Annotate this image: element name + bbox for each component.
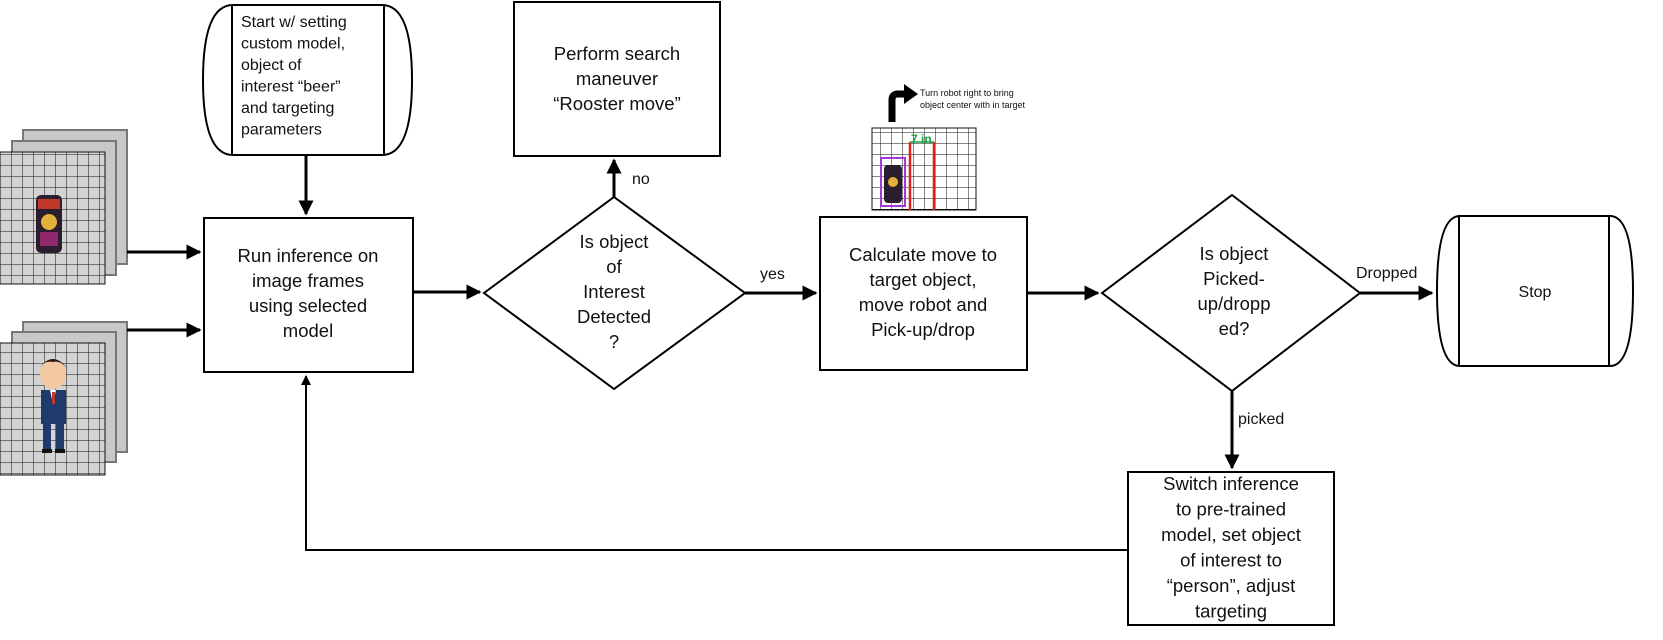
person-frames-stack	[0, 321, 128, 476]
start-line: Start w/ setting	[241, 14, 347, 31]
calculate-line: target object,	[870, 269, 977, 290]
calculate-line: Pick-up/drop	[871, 319, 975, 340]
bounding-box	[880, 157, 906, 207]
picked-line: Is object	[1200, 243, 1269, 264]
inference-line: image frames	[252, 270, 364, 291]
picked-line: up/dropp	[1197, 293, 1270, 314]
note-line: Turn robot right to bring	[920, 88, 1014, 98]
inference-line: model	[283, 320, 333, 341]
detected-line: of	[606, 256, 622, 277]
run-inference-node-text: Run inference on image frames using select…	[238, 245, 379, 341]
calculate-move-node-text: Calculate move to target object, move robo…	[849, 244, 997, 340]
edge-switch-to-inference	[301, 375, 1128, 551]
switch-line: of interest to	[1180, 550, 1282, 571]
beer-frames-stack	[0, 129, 128, 285]
detected-line: Detected	[577, 306, 651, 327]
turn-right-arrow-icon	[888, 84, 918, 122]
edge-label-dropped: Dropped	[1356, 265, 1417, 282]
stop-node-text: Stop	[1519, 284, 1552, 301]
switch-line: targeting	[1195, 601, 1267, 622]
edge-label-picked: picked	[1238, 411, 1284, 428]
picked-line: Picked-	[1203, 268, 1265, 289]
edge-label-yes: yes	[760, 266, 785, 283]
beer-can-icon	[36, 195, 62, 253]
distance-label: 7 in	[911, 132, 932, 146]
switch-line: model, set object	[1161, 524, 1301, 545]
search-maneuver-node: Perform search maneuver “Rooster move”	[513, 1, 721, 157]
edge-label-no: no	[632, 171, 650, 188]
switch-line: to pre-trained	[1176, 499, 1286, 520]
inference-line: using selected	[249, 295, 367, 316]
search-line: “Rooster move”	[553, 93, 680, 114]
person-figure-icon	[39, 359, 67, 453]
switch-line: “person”, adjust	[1167, 575, 1296, 596]
switch-line: Switch inference	[1163, 473, 1299, 494]
search-maneuver-node-text: Perform search maneuver “Rooster move”	[553, 43, 680, 114]
calculate-move-node: Calculate move to target object, move robo…	[819, 216, 1028, 371]
note-line: object center with in target	[920, 100, 1026, 110]
search-line: maneuver	[576, 68, 658, 89]
detected-line: Is object	[580, 231, 649, 252]
start-line: parameters	[241, 122, 322, 139]
picked-line: ed?	[1219, 318, 1250, 339]
search-line: Perform search	[554, 43, 680, 64]
calculate-line: move robot and	[859, 294, 988, 315]
run-inference-node: Run inference on image frames using select…	[203, 217, 414, 373]
start-line: object of	[241, 57, 302, 74]
start-line: and targeting	[241, 100, 334, 117]
start-line: interest “beer”	[241, 79, 341, 96]
connectors	[127, 155, 1434, 470]
targeting-frame: 7 in	[871, 127, 977, 211]
detected-line: ?	[609, 331, 619, 352]
inference-line: Run inference on	[238, 245, 379, 266]
detected-line: Interest	[583, 281, 645, 302]
switch-inference-node-text: Switch inference to pre-trained model, set…	[1161, 473, 1301, 622]
switch-inference-node: Switch inference to pre-trained model, set…	[1127, 471, 1335, 626]
stop-node: Stop	[1435, 215, 1635, 367]
calculate-line: Calculate move to	[849, 244, 997, 265]
start-line: custom model,	[241, 36, 345, 53]
start-node: Start w/ setting custom model, object of in…	[201, 4, 414, 156]
start-node-text: Start w/ setting custom model, object of in…	[241, 14, 347, 139]
turn-right-note: Turn robot right to bring object center w…	[920, 88, 1026, 110]
